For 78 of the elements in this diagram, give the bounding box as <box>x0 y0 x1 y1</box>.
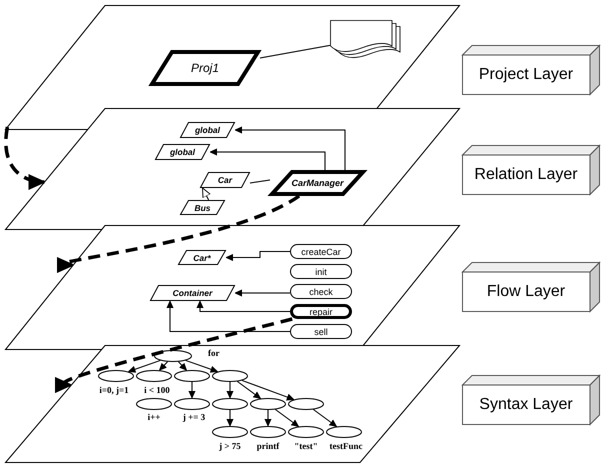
tree-node <box>174 370 210 382</box>
node-label: j > 75 <box>219 441 241 451</box>
method-box <box>290 244 352 259</box>
dashed-arrow <box>56 194 300 272</box>
layer-box <box>462 45 600 95</box>
arrow <box>274 408 300 428</box>
arrow <box>166 300 290 332</box>
node-label: i < 100 <box>144 385 170 395</box>
node-label: i++ <box>148 412 160 422</box>
arrow <box>226 251 290 261</box>
node-label: i=0, j=1 <box>99 385 129 395</box>
arrow <box>242 380 294 400</box>
class-name: Car* <box>192 252 212 264</box>
class-name: Proj1 <box>190 60 220 77</box>
layer-box <box>462 262 600 312</box>
class-box <box>150 285 235 301</box>
layer-title: Relation Layer <box>473 165 579 185</box>
connector-line <box>250 180 270 184</box>
layer-title: Project Layer <box>478 65 574 85</box>
node-label: j += 3 <box>182 412 206 422</box>
arrow <box>210 148 326 170</box>
connector-line <box>260 44 330 59</box>
tree-node <box>212 426 248 438</box>
class-name: Container <box>172 287 214 300</box>
dashed-arrow <box>4 126 46 190</box>
tree-node <box>136 398 172 410</box>
method-name: sell <box>313 326 329 338</box>
tree-node <box>212 398 248 410</box>
arrow <box>196 300 290 312</box>
method-name: repair <box>308 306 334 318</box>
arrow <box>226 382 234 398</box>
method-box <box>290 324 352 339</box>
tree-node <box>98 370 134 382</box>
layer-title: Flow Layer <box>486 282 566 302</box>
layer-plane <box>5 225 460 350</box>
document-stack <box>330 20 400 58</box>
arrow <box>234 290 290 296</box>
method-box <box>290 264 352 279</box>
method-name: init <box>314 266 328 278</box>
node-label: "test" <box>294 441 318 451</box>
dashed-arrow <box>53 317 293 391</box>
arrow <box>202 188 211 200</box>
tree-node <box>174 398 210 410</box>
node-label: for <box>208 348 220 358</box>
arrow <box>226 410 234 426</box>
arrow <box>234 126 346 170</box>
arrow <box>264 410 272 426</box>
node-label: printf <box>256 441 280 451</box>
tree-node <box>250 398 286 410</box>
tree-node <box>288 398 324 410</box>
layer-box <box>462 145 600 195</box>
layer-plane <box>5 345 460 463</box>
arrow <box>185 360 218 373</box>
tree-node <box>326 426 362 438</box>
class-name: CarManager <box>290 177 345 190</box>
tree-node <box>212 370 248 382</box>
tree-node <box>136 370 172 382</box>
tree-node <box>154 350 192 362</box>
node-label: testFunc <box>330 441 362 451</box>
method-box <box>290 304 352 319</box>
arrow <box>188 382 196 398</box>
tree-node <box>288 426 324 438</box>
arrow <box>236 380 262 400</box>
method-name: createCar <box>300 246 342 258</box>
layer-title: Syntax Layer <box>478 395 574 415</box>
method-box <box>290 284 352 299</box>
arrow <box>158 361 168 371</box>
arrow <box>312 408 338 428</box>
method-name: check <box>308 286 334 298</box>
layer-plane <box>5 108 460 230</box>
class-name: global <box>194 124 222 137</box>
class-name: global <box>168 146 196 159</box>
arrow <box>128 360 161 373</box>
class-name: Bus <box>193 202 212 214</box>
class-name: Car <box>216 174 234 187</box>
arrow <box>178 361 188 371</box>
tree-node <box>250 426 286 438</box>
layer-box <box>462 375 600 425</box>
